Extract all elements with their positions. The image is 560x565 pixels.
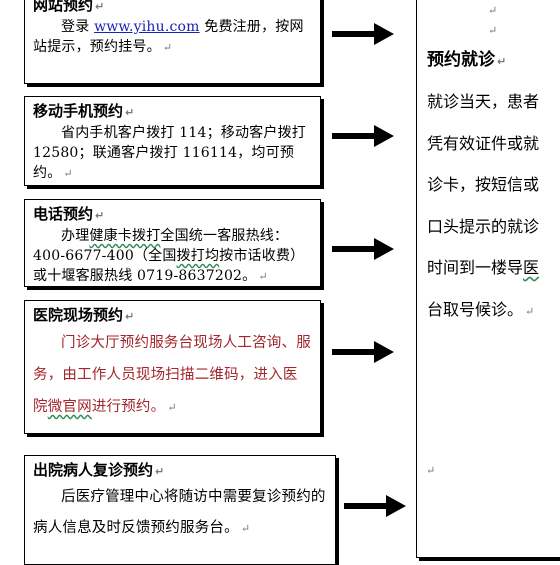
right-arrow-icon [344,495,406,517]
right-arrow-icon [332,238,394,260]
box-online-booking: 网站预约↵ 登录 www.yihu.com 免费注册，按网站提示，预约挂号。↵ [24,0,321,84]
box-title: 电话预约↵ [33,205,105,223]
box-body: 省内手机客户拨打 114；移动客户拨打 12580；联通客户拨打 116114，… [33,125,306,181]
visit-title: 预约就诊↵ [427,50,507,70]
right-arrow-icon [332,23,394,45]
paragraph-mark: ↵ [488,4,498,17]
paragraph-mark: ↵ [426,464,436,477]
box-onsite-booking: 医院现场预约↵ 门诊大厅预约服务台现场人工咨询、服务，由工作人员现场扫描二维码，… [24,300,321,434]
box-body: 登录 www.yihu.com 免费注册，按网站提示，预约挂号。↵ [33,19,304,55]
box-title: 移动手机预约↵ [33,102,135,120]
box-body: 门诊大厅预约服务台现场人工咨询、服务，由工作人员现场扫描二维码，进入医院微官网进… [33,335,311,415]
box-body: 办理健康卡拨打全国统一客服热线：400-6677-400（全国拨打均按市话收费）… [33,228,305,284]
box-title: 医院现场预约↵ [33,306,135,324]
paragraph-mark: ↵ [488,24,498,37]
visit-panel: 预约就诊↵ 就诊当天，患者凭有效证件或就诊卡，按短信或口头提示的就诊时间到一楼导… [416,0,560,558]
box-mobile-booking: 移动手机预约↵ 省内手机客户拨打 114；移动客户拨打 12580；联通客户拨打… [24,96,321,186]
right-arrow-icon [332,125,394,147]
box-phone-booking: 电话预约↵ 办理健康卡拨打全国统一客服热线：400-6677-400（全国拨打均… [24,199,321,287]
box-followup-booking: 出院病人复诊预约↵ 后医疗管理中心将随访中需要复诊预约的病人信息及时反馈预约服务… [24,455,336,565]
box-title: 网站预约↵ [33,0,105,14]
box-title: 出院病人复诊预约↵ [33,461,165,479]
yihu-link[interactable]: www.yihu.com [94,19,200,35]
box-body: 后医疗管理中心将随访中需要复诊预约的病人信息及时反馈预约服务台。↵ [33,489,326,536]
right-arrow-icon [332,341,394,363]
visit-body: 就诊当天，患者凭有效证件或就诊卡，按短信或口头提示的就诊时间到一楼导医台取号候诊… [427,92,540,319]
